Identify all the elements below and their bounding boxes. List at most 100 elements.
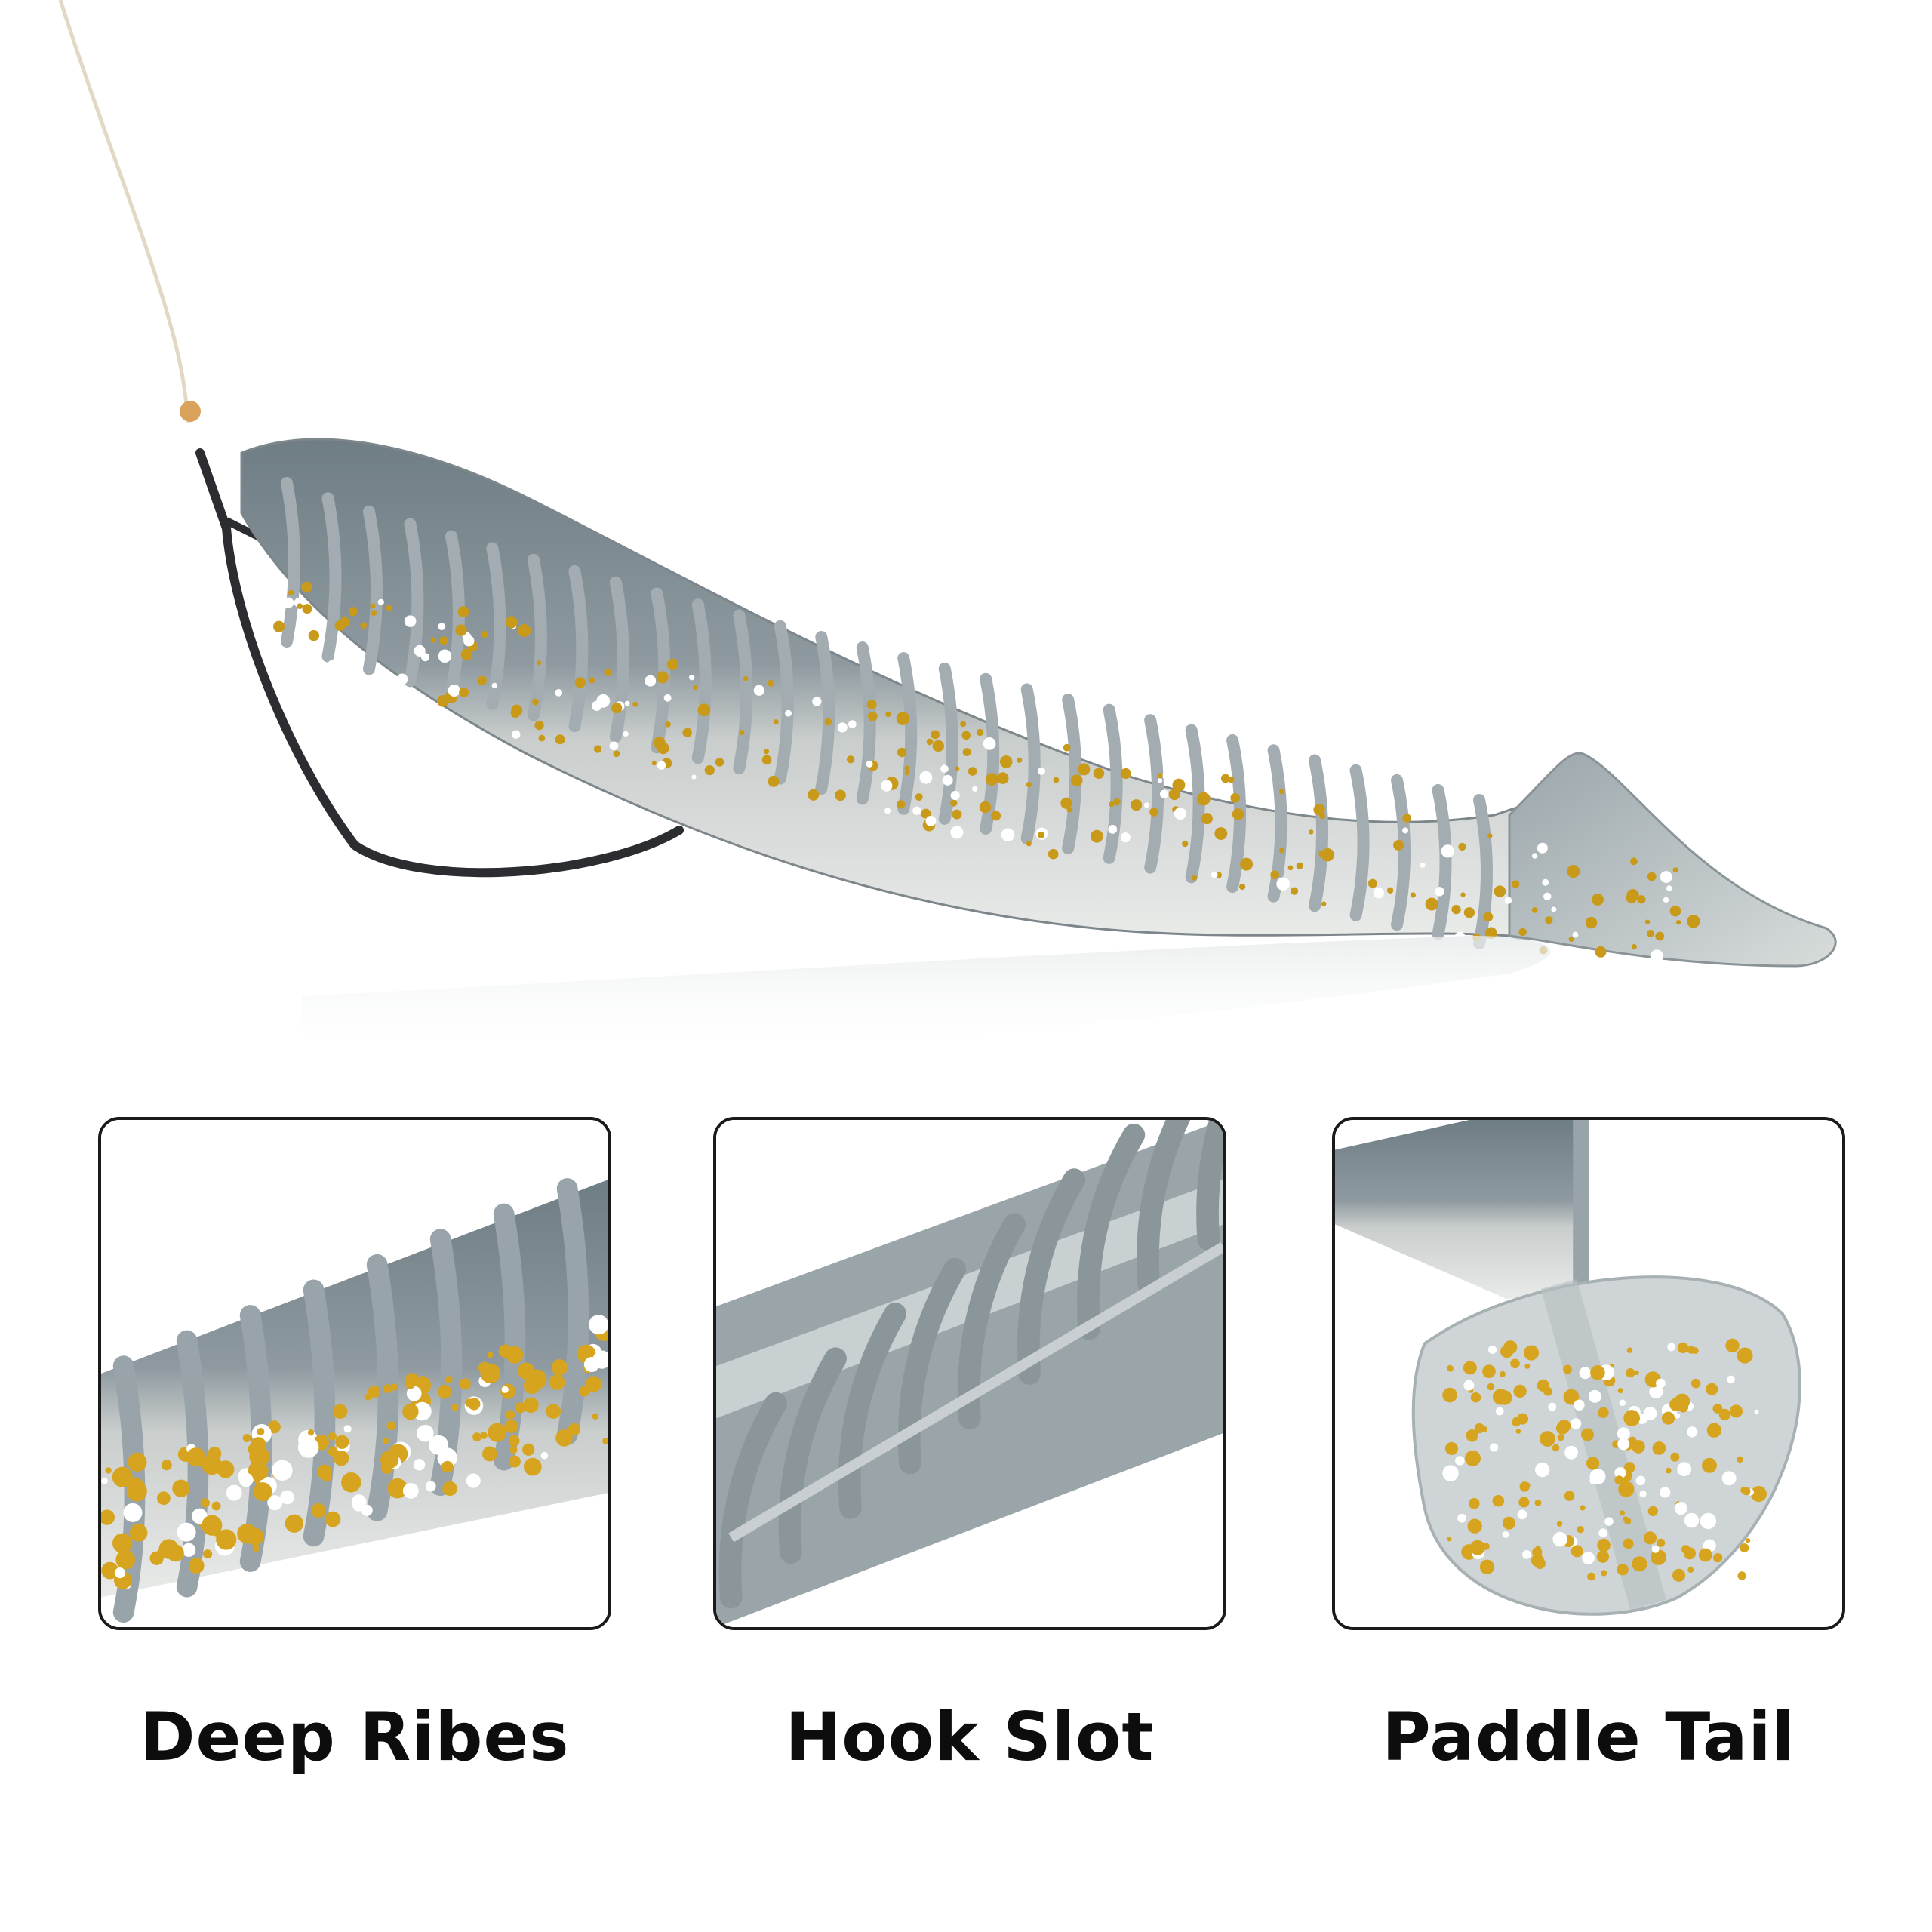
gold-fleck <box>1548 1402 1557 1411</box>
gold-fleck <box>437 694 449 707</box>
gold-fleck <box>248 1444 259 1455</box>
gold-fleck <box>468 1398 481 1411</box>
gold-fleck <box>523 1377 541 1395</box>
gold-fleck <box>955 766 960 771</box>
lure-rib <box>815 631 835 795</box>
gold-fleck <box>370 603 376 609</box>
gold-fleck <box>112 1466 133 1487</box>
gold-fleck <box>1402 814 1411 823</box>
hook <box>195 448 684 878</box>
gold-fleck <box>405 1378 416 1389</box>
gold-fleck <box>406 1386 422 1401</box>
gold-fleck <box>1652 1441 1666 1455</box>
gold-fleck <box>161 1460 172 1471</box>
lure-rib <box>1309 754 1329 912</box>
gold-fleck <box>1457 1513 1466 1523</box>
gold-fleck <box>867 711 878 721</box>
gold-fleck <box>1590 1365 1605 1380</box>
gold-fleck <box>518 623 531 638</box>
gold-fleck <box>1742 1487 1751 1496</box>
closeup-rib <box>838 1303 906 1519</box>
gold-fleck <box>596 694 611 708</box>
gold-fleck <box>380 687 386 693</box>
gold-fleck <box>624 700 630 706</box>
gold-fleck <box>1367 878 1377 888</box>
gold-fleck <box>325 1511 341 1527</box>
gold-fleck <box>1639 1490 1647 1498</box>
gold-fleck <box>1630 857 1638 866</box>
lure-rib <box>1144 714 1164 874</box>
gold-fleck <box>1492 1389 1509 1405</box>
gold-fleck <box>343 1425 352 1433</box>
gold-fleck <box>926 738 934 746</box>
lure-rib <box>774 620 794 785</box>
gold-fleck <box>512 730 521 739</box>
gold-fleck <box>991 811 1001 821</box>
gold-fleck <box>999 755 1013 768</box>
gold-fleck <box>952 809 962 820</box>
gold-fleck <box>940 764 949 773</box>
lure-rib <box>897 652 918 815</box>
gold-fleck <box>414 645 426 657</box>
gold-fleck <box>1623 1538 1634 1549</box>
hero-lure-photo <box>58 0 1837 1060</box>
gold-fleck <box>767 679 774 687</box>
gold-fleck <box>1656 1378 1666 1389</box>
lure-rib <box>1391 774 1411 931</box>
gold-fleck <box>846 755 855 764</box>
gold-fleck <box>1618 1481 1635 1497</box>
gold-fleck <box>1531 907 1538 913</box>
gold-fleck <box>487 1352 494 1358</box>
gold-fleck <box>1712 1404 1723 1414</box>
gold-fleck <box>340 616 349 624</box>
gold-fleck <box>202 1454 223 1475</box>
gold-fleck <box>1706 1423 1722 1438</box>
gold-fleck <box>351 1494 367 1509</box>
gold-fleck <box>1543 892 1552 900</box>
gold-fleck <box>202 1549 213 1559</box>
gold-fleck <box>824 718 832 726</box>
lure-rib <box>568 565 589 733</box>
gold-fleck <box>1551 906 1557 912</box>
gold-fleck <box>1466 1429 1478 1442</box>
gold-fleck <box>1545 916 1553 924</box>
gold-fleck <box>1447 1537 1452 1542</box>
gold-fleck <box>1556 1521 1563 1527</box>
gold-fleck <box>1617 1438 1630 1451</box>
gold-fleck <box>1661 1411 1675 1425</box>
gold-fleck <box>438 623 446 631</box>
lure-rib <box>1473 794 1493 949</box>
gold-fleck <box>1563 1364 1572 1374</box>
gold-fleck <box>896 712 910 725</box>
gold-fleck <box>1458 842 1466 851</box>
gold-fleck <box>1238 883 1246 891</box>
gold-fleck <box>382 1437 389 1444</box>
fishing-line <box>58 0 191 423</box>
gold-fleck <box>942 774 953 786</box>
gold-fleck <box>1643 1531 1657 1545</box>
gold-fleck <box>985 773 998 786</box>
gold-fleck <box>693 685 698 691</box>
gold-fleck <box>238 1472 254 1487</box>
gold-fleck <box>1469 1540 1485 1555</box>
gold-fleck <box>682 728 692 737</box>
gold-fleck <box>1620 1510 1626 1516</box>
gold-fleck <box>1563 1389 1580 1405</box>
gold-fleck <box>611 703 623 714</box>
gold-fleck <box>1674 1502 1687 1515</box>
gold-fleck <box>704 764 715 776</box>
gold-fleck <box>950 790 960 801</box>
gold-fleck <box>1309 829 1314 835</box>
gold-fleck <box>340 1472 361 1493</box>
gold-fleck <box>1535 1462 1550 1478</box>
gold-fleck <box>335 1435 349 1449</box>
gold-fleck <box>1690 1378 1701 1389</box>
gold-fleck <box>1586 1457 1600 1470</box>
gold-fleck <box>334 1450 349 1466</box>
gold-fleck <box>1313 804 1325 816</box>
gold-fleck <box>1172 778 1186 792</box>
gold-fleck <box>665 721 671 728</box>
gold-fleck <box>211 1501 221 1511</box>
gold-fleck <box>837 722 848 733</box>
gold-fleck <box>697 703 711 717</box>
